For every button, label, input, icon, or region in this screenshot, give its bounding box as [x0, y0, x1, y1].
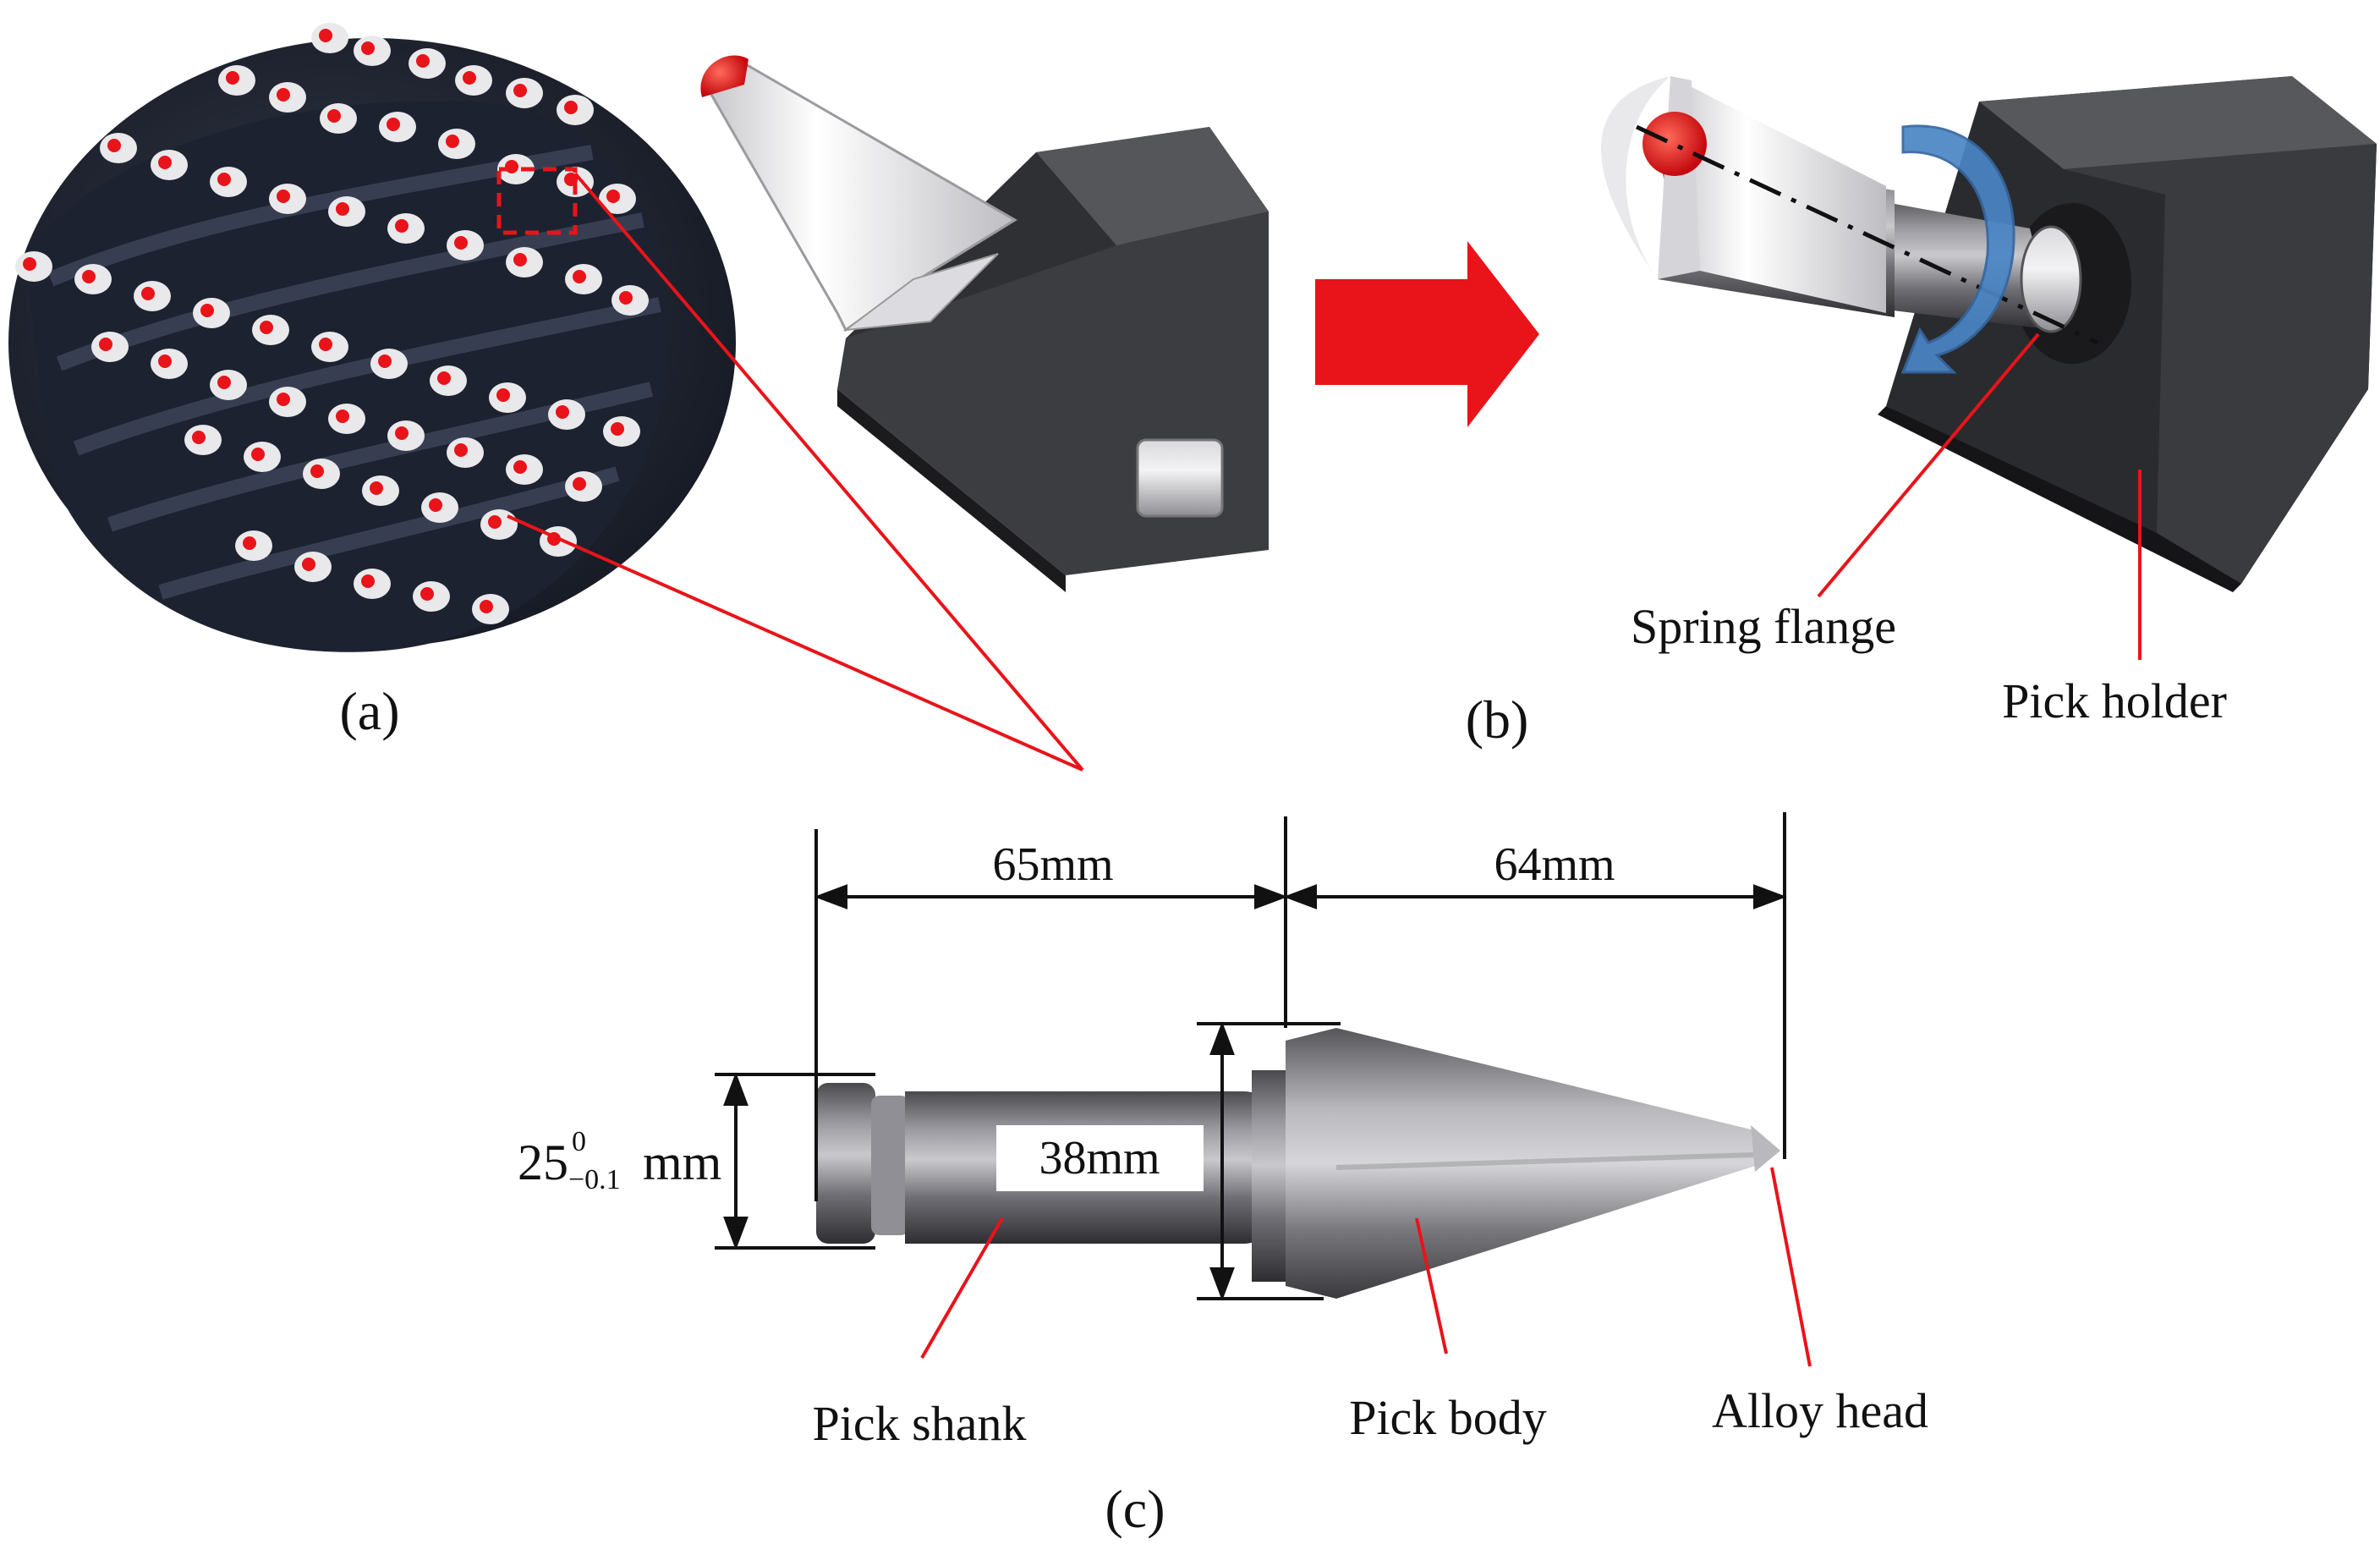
- shank-diameter-tolerance: 25 0 −0.1 mm: [518, 1126, 721, 1195]
- drum-pick-tip: [327, 109, 341, 123]
- drum-pick-tip: [158, 354, 172, 368]
- drum-pick-tip: [480, 600, 493, 613]
- panel-b-label: (b): [1466, 690, 1529, 750]
- drum-pick-tip: [513, 84, 527, 97]
- drum-pick-tip: [454, 236, 468, 250]
- drum-pick-tip: [463, 71, 476, 85]
- drum-pick-tip: [23, 257, 36, 271]
- diameter-label-bg: [996, 1125, 1204, 1191]
- shank-diameter-value: 25: [518, 1135, 568, 1190]
- drum-pick-tip: [573, 477, 586, 491]
- pick-shank-leader: [920, 1217, 1004, 1359]
- drum-pick-tip: [226, 71, 239, 85]
- drum-pick-tip: [378, 354, 392, 368]
- drum-pick-tip: [217, 173, 231, 186]
- drum-pick-tip: [437, 371, 451, 385]
- drum-pick-tip: [82, 270, 96, 283]
- drum-pick-tip: [556, 405, 569, 419]
- drum-pick-tip: [513, 460, 527, 474]
- drum-pick-tip: [243, 536, 256, 550]
- drum-pick-tip: [200, 304, 214, 317]
- shank-length-label: 65mm: [992, 838, 1113, 891]
- spring-flange-label: Spring flange: [1631, 599, 1896, 654]
- drum-pick-tip: [488, 515, 502, 529]
- drum-pick-tip: [611, 422, 624, 436]
- drum-pick-tip: [395, 219, 409, 233]
- zoom-leader-1: [573, 172, 1084, 772]
- alloy-head-label: Alloy head: [1712, 1383, 1928, 1438]
- transition-arrow: [1315, 241, 1539, 427]
- zoom-leader-2: [507, 514, 1083, 772]
- pick-body-label: Pick body: [1349, 1390, 1547, 1445]
- panel-c-label: (c): [1105, 1479, 1165, 1539]
- rotation-arrow: [1900, 124, 2015, 374]
- spring-flange-leader: [1817, 332, 2040, 598]
- pick-holder-rotating: [1600, 76, 2377, 592]
- shank-diameter-lower: −0.1: [568, 1164, 621, 1195]
- drum-pick-tip: [99, 338, 112, 351]
- drum-pick-tip: [141, 287, 155, 300]
- panel-a-label: (a): [339, 681, 399, 741]
- drum-pick-tip: [395, 426, 409, 440]
- drum-pick-tip: [573, 270, 586, 283]
- drum-pick-tip: [420, 587, 434, 601]
- drum-pick-tip: [454, 443, 468, 457]
- drum-pick-tip: [370, 481, 383, 495]
- drum-pick-tip: [217, 376, 231, 389]
- pick-shank-label: Pick shank: [813, 1396, 1027, 1451]
- drum-picks: [15, 23, 649, 624]
- drum-pick-tip: [606, 190, 620, 203]
- drum-pick-tip: [277, 88, 290, 102]
- drum-pick-tip: [260, 321, 273, 334]
- drum-pick-tip: [107, 139, 121, 152]
- drum-pick-tip: [251, 448, 265, 461]
- drum-pick-tip: [446, 135, 459, 148]
- drum-pick-tip: [361, 574, 375, 588]
- pick-holder-cad-angled: [700, 55, 1269, 592]
- drum-pick-tip: [192, 431, 206, 444]
- drum-pick-tip: [416, 54, 430, 68]
- body-length-label: 64mm: [1494, 838, 1615, 891]
- alloy-head-leader: [1770, 1167, 1812, 1367]
- drum-pick-tip: [277, 190, 290, 203]
- shank-diameter-unit: mm: [643, 1135, 721, 1190]
- drum-pick-tip: [158, 156, 172, 169]
- cutting-drum: [8, 23, 736, 652]
- dimension-lines: [715, 812, 1787, 1301]
- drum-pick-tip: [619, 291, 633, 305]
- drum-pick-tip: [319, 29, 332, 42]
- drum-pick-tip: [336, 409, 349, 423]
- drum-pick-tip: [319, 338, 332, 351]
- drum-pick-tip: [513, 253, 527, 266]
- drum-pick-tip: [387, 118, 400, 131]
- shank-diameter-upper: 0: [572, 1126, 586, 1157]
- pick-body-leader: [1415, 1217, 1448, 1354]
- rotation-axis: [1635, 124, 2099, 345]
- drum-pick-tip: [429, 498, 442, 512]
- drum-pick-tip: [336, 202, 349, 216]
- drum-pick-tip: [564, 101, 578, 114]
- pick-holder-label: Pick holder: [2002, 673, 2227, 728]
- drum-pick-tip: [505, 160, 518, 173]
- drum-pick-tip: [277, 393, 290, 406]
- drum-pick-tip: [361, 41, 375, 55]
- drum-pick-tip: [302, 558, 315, 571]
- drum-pick-tip: [310, 464, 324, 478]
- zoom-box: [496, 167, 578, 235]
- body-diameter-label: 38mm: [1039, 1132, 1160, 1184]
- drum-pick-tip: [496, 388, 510, 402]
- pick-photo: [816, 1028, 1780, 1299]
